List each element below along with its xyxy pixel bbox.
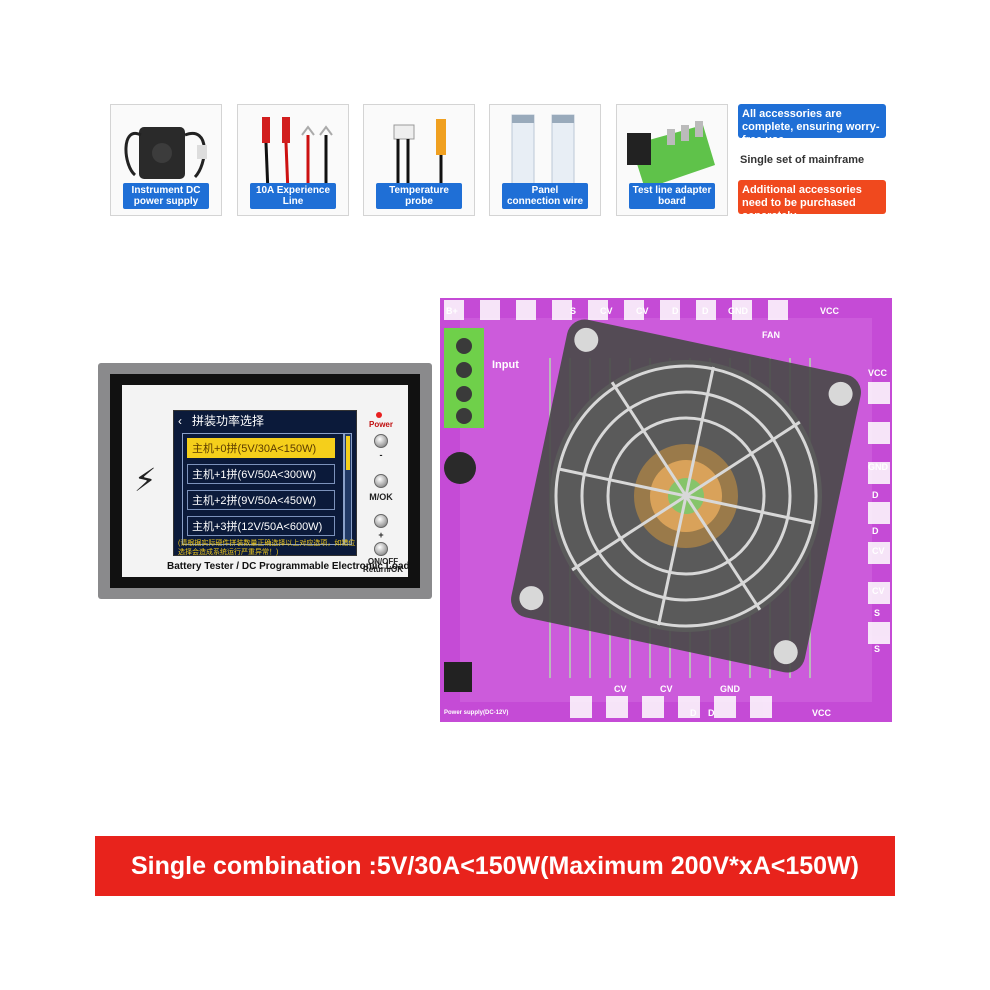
accessory-label: Test line adapter board (629, 183, 715, 209)
board-label: D (872, 490, 879, 500)
accessory-label: Panel connection wire (502, 183, 588, 209)
power-jack (444, 662, 472, 692)
lcd-menu-item[interactable]: 主机+1拼(6V/50A<300W) (187, 464, 335, 484)
board-label: GND (728, 306, 749, 316)
fan-label: FAN (762, 330, 780, 340)
board-label: VCC (868, 368, 888, 378)
lcd-warning-note: (请根据实际硬件拼装数量正确选择以上对应选项，如错位选择会造成系统运行严重异常！… (178, 540, 356, 556)
board-label: D (708, 708, 715, 718)
accessory-power-supply: Instrument DC power supply (110, 104, 222, 216)
lcd-scrollbar (344, 433, 352, 545)
board-label: D (872, 526, 879, 536)
menu-ok-label: M/OK (369, 492, 393, 502)
board-label: GND (868, 462, 889, 472)
board-label: S (570, 306, 576, 316)
lcd-screen: ‹ 拼装功率选择 主机+0拼(5V/30A<150W) 主机+1拼(6V/50A… (173, 410, 357, 556)
on-off-button[interactable] (374, 542, 388, 556)
board-label: S (874, 608, 880, 618)
power-led (376, 412, 382, 418)
note-complete: All accessories are complete, ensuring w… (738, 104, 886, 146)
minus-label: - (379, 450, 383, 460)
accessory-label: Temperature probe (376, 183, 462, 209)
board-label: D (702, 306, 709, 316)
bottom-pads (570, 696, 772, 718)
accessory-label: Instrument DC power supply (123, 183, 209, 209)
model-text: Battery Tester / DC Programmable Electro… (167, 561, 410, 572)
note-single: Single set of mainframe (740, 154, 865, 166)
board-label: GND (720, 684, 741, 694)
board-label: VCC (820, 306, 840, 316)
accessory-label: 10A Experience Line (250, 183, 336, 209)
power-adapter-icon (124, 127, 207, 179)
load-board: B+ S CV CV D D GND VCC VCC GND D D CV CV… (440, 298, 892, 722)
lcd-menu-item[interactable]: 主机+3拼(12V/50A<600W) (187, 516, 335, 536)
lightning-icon: ⚡︎ (134, 462, 157, 498)
board-label: B+ (446, 306, 458, 316)
power-label: Power (368, 420, 393, 429)
board-label: D (690, 708, 697, 718)
back-icon: ‹ (178, 414, 182, 428)
board-label: D (672, 306, 679, 316)
lcd-scroll-thumb (346, 436, 350, 470)
board-label: CV (636, 306, 649, 316)
accessory-temperature-probe: Temperature probe (363, 104, 475, 216)
top-pads (444, 300, 788, 320)
board-label: S (874, 644, 880, 654)
plus-label: + (378, 530, 384, 540)
lcd-title: 拼装功率选择 (192, 414, 265, 428)
board-label: CV (872, 546, 885, 556)
cooling-fan (511, 319, 861, 673)
lcd-menu: 主机+0拼(5V/30A<150W) 主机+1拼(6V/50A<300W) 主机… (182, 433, 344, 545)
input-label: Input (492, 359, 519, 371)
adapter-board-icon (627, 121, 715, 189)
note-additional: Additional accessories need to be purcha… (738, 180, 886, 222)
board-label: CV (872, 586, 885, 596)
right-pads (868, 382, 890, 644)
plus-button[interactable] (374, 514, 388, 528)
accessory-test-line: 10A Experience Line (237, 104, 349, 216)
spec-banner: Single combination :5V/30A<150W(Maximum … (95, 836, 895, 896)
buzzer (444, 452, 476, 484)
board-label: CV (600, 306, 613, 316)
lcd-menu-item[interactable]: 主机+2拼(9V/50A<450W) (187, 490, 335, 510)
on-off-label: ON/OFF Return/OK (363, 557, 403, 574)
accessory-panel-wire: Panel connection wire (489, 104, 601, 216)
lcd-menu-item[interactable]: 主机+0拼(5V/30A<150W) (187, 438, 335, 458)
board-label: CV (660, 684, 673, 694)
board-label: VCC (812, 708, 832, 718)
menu-ok-button[interactable] (374, 474, 388, 488)
minus-button[interactable] (374, 434, 388, 448)
power-supply-label: Power supply(DC-12V) (444, 710, 508, 716)
temperature-probe-icon (393, 119, 446, 191)
board-label: CV (614, 684, 627, 694)
accessory-adapter-board: Test line adapter board (616, 104, 728, 216)
